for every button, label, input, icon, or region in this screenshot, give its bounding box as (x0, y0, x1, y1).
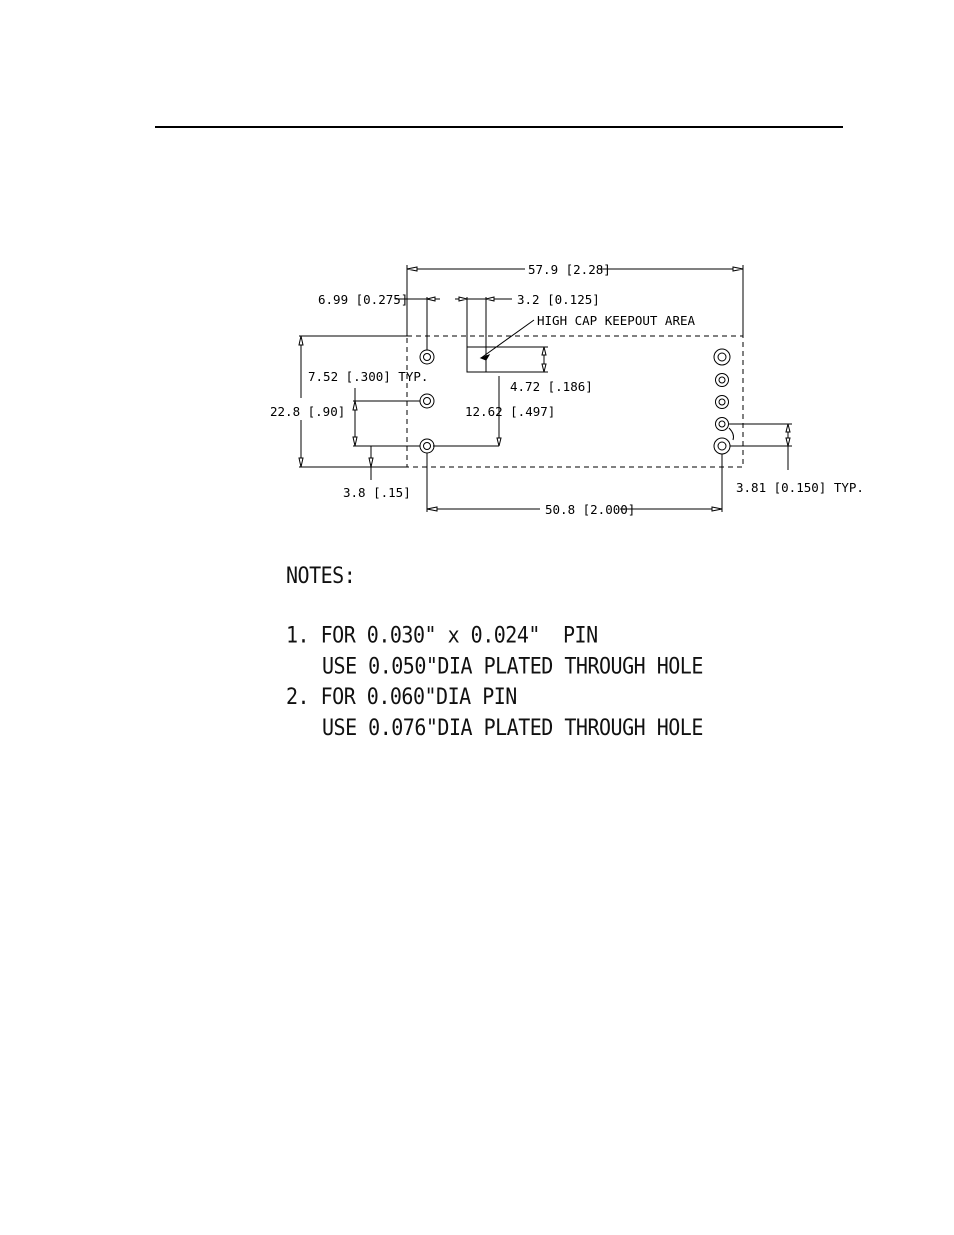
note-2-line-1: 2. FOR 0.060"DIA PIN (286, 681, 703, 712)
dim-keepout-height: 4.72 [.186] (510, 379, 593, 394)
dim-overall-height: 22.8 [.90] (270, 404, 345, 419)
dim-keepout-width: 3.2 [0.125] (517, 292, 600, 307)
pin-right-2 (716, 374, 729, 387)
pin-left-middle (420, 394, 434, 408)
note-2-line-2: USE 0.076"DIA PLATED THROUGH HOLE (286, 712, 703, 743)
dim-pin-span: 50.8 [2.000] (545, 502, 635, 517)
pin-right-4 (716, 418, 729, 431)
pin-right-1 (714, 349, 730, 365)
keepout-label: HIGH CAP KEEPOUT AREA (537, 313, 696, 328)
pin-right-5 (714, 438, 730, 454)
pin-left-top (420, 350, 434, 364)
notes-block: NOTES: 1. FOR 0.030" x 0.024" PIN USE 0.… (286, 560, 703, 743)
module-outline (407, 336, 743, 467)
keepout-area (467, 347, 486, 372)
pin-right-3 (716, 396, 729, 409)
dim-keepout-offset: 12.62 [.497] (465, 404, 555, 419)
pin-left-bottom (420, 439, 434, 453)
notes-title: NOTES: (286, 560, 703, 591)
note-1-line-1: 1. FOR 0.030" x 0.024" PIN (286, 619, 703, 650)
dim-bottom-offset: 3.8 [.15] (343, 485, 411, 500)
note-1-line-2: USE 0.050"DIA PLATED THROUGH HOLE (286, 650, 703, 681)
dim-pin1-offset: 6.99 [0.275] (318, 292, 408, 307)
dim-pin-pitch-left: 7.52 [.300] TYP. (308, 369, 428, 384)
dim-pin-pitch-right: 3.81 [0.150] TYP. (736, 480, 864, 495)
dim-overall-length: 57.9 [2.28] (528, 262, 611, 277)
